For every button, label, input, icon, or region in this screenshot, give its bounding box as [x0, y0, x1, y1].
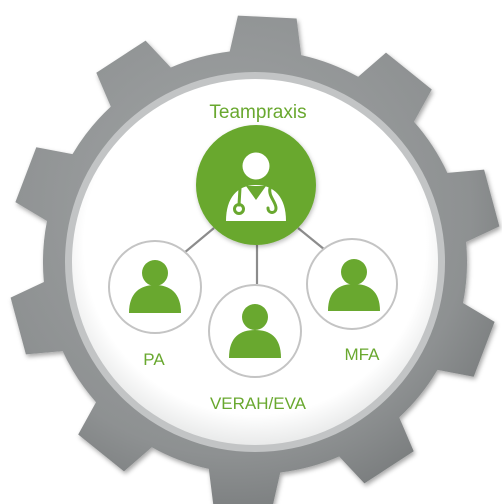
member-node-pa [108, 240, 202, 334]
member-label-verah-eva: VERAH/EVA [210, 394, 307, 413]
diagram-title: Teampraxis [209, 102, 306, 123]
person-icon [229, 304, 281, 358]
member-label-pa: PA [143, 350, 165, 369]
person-icon [129, 260, 181, 313]
member-node-mfa [306, 238, 398, 330]
gear-inner-disc [72, 79, 438, 445]
person-icon [328, 259, 380, 311]
member-node-verah-eva [208, 284, 302, 378]
doctor-stethoscope-icon [226, 152, 286, 221]
member-label-mfa: MFA [345, 345, 381, 364]
